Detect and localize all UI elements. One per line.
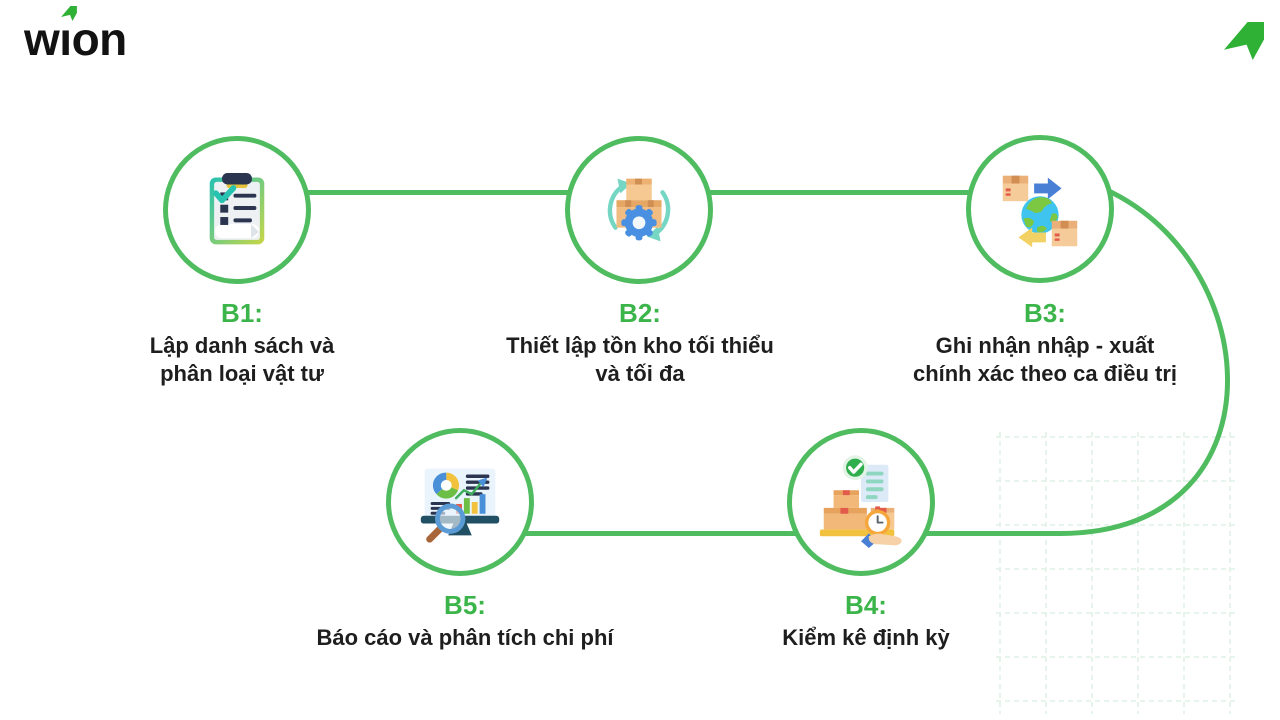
step-label-b5: B5: Báo cáo và phân tích chi phí bbox=[255, 590, 675, 652]
step-text-line: Lập danh sách và bbox=[149, 333, 335, 358]
logo-arrow-icon bbox=[61, 6, 77, 21]
step-label-b1: B1: Lập danh sách và phân loại vật tư bbox=[32, 298, 452, 388]
step-number: B1: bbox=[221, 298, 263, 328]
step-label-b2: B2: Thiết lập tồn kho tối thiểu và tối đ… bbox=[430, 298, 850, 388]
step-text-line: Ghi nhận nhập - xuất bbox=[935, 333, 1155, 358]
step-text-line: chính xác theo ca điều trị bbox=[912, 361, 1178, 386]
step-number: B3: bbox=[1024, 298, 1066, 328]
step-text-line: và tối đa bbox=[595, 361, 685, 386]
report-analysis-icon bbox=[420, 468, 500, 543]
step-label-b3: B3: Ghi nhận nhập - xuất chính xác theo … bbox=[835, 298, 1255, 388]
brand-logo: wıon bbox=[24, 13, 127, 65]
clipboard-checklist-icon bbox=[209, 173, 265, 245]
wion-arrow-icon bbox=[1224, 22, 1264, 60]
step-number: B5: bbox=[444, 590, 486, 620]
step-node-b2 bbox=[565, 136, 713, 284]
step-text-line: Kiểm kê định kỳ bbox=[782, 625, 950, 650]
step-number: B2: bbox=[619, 298, 661, 328]
step-node-b3 bbox=[966, 135, 1114, 283]
step-node-b4 bbox=[787, 428, 935, 576]
step-label-b4: B4: Kiểm kê định kỳ bbox=[656, 590, 1076, 652]
step-text-line: Báo cáo và phân tích chi phí bbox=[316, 625, 614, 650]
step-text-line: Thiết lập tồn kho tối thiểu bbox=[506, 333, 774, 358]
inventory-cycle-gear-icon bbox=[607, 178, 671, 242]
global-import-export-icon bbox=[1002, 175, 1078, 248]
step-node-b1 bbox=[163, 136, 311, 284]
stocktake-clock-icon bbox=[819, 455, 902, 549]
step-node-b5 bbox=[386, 428, 534, 576]
step-number: B4: bbox=[845, 590, 887, 620]
step-text-line: phân loại vật tư bbox=[160, 361, 324, 386]
